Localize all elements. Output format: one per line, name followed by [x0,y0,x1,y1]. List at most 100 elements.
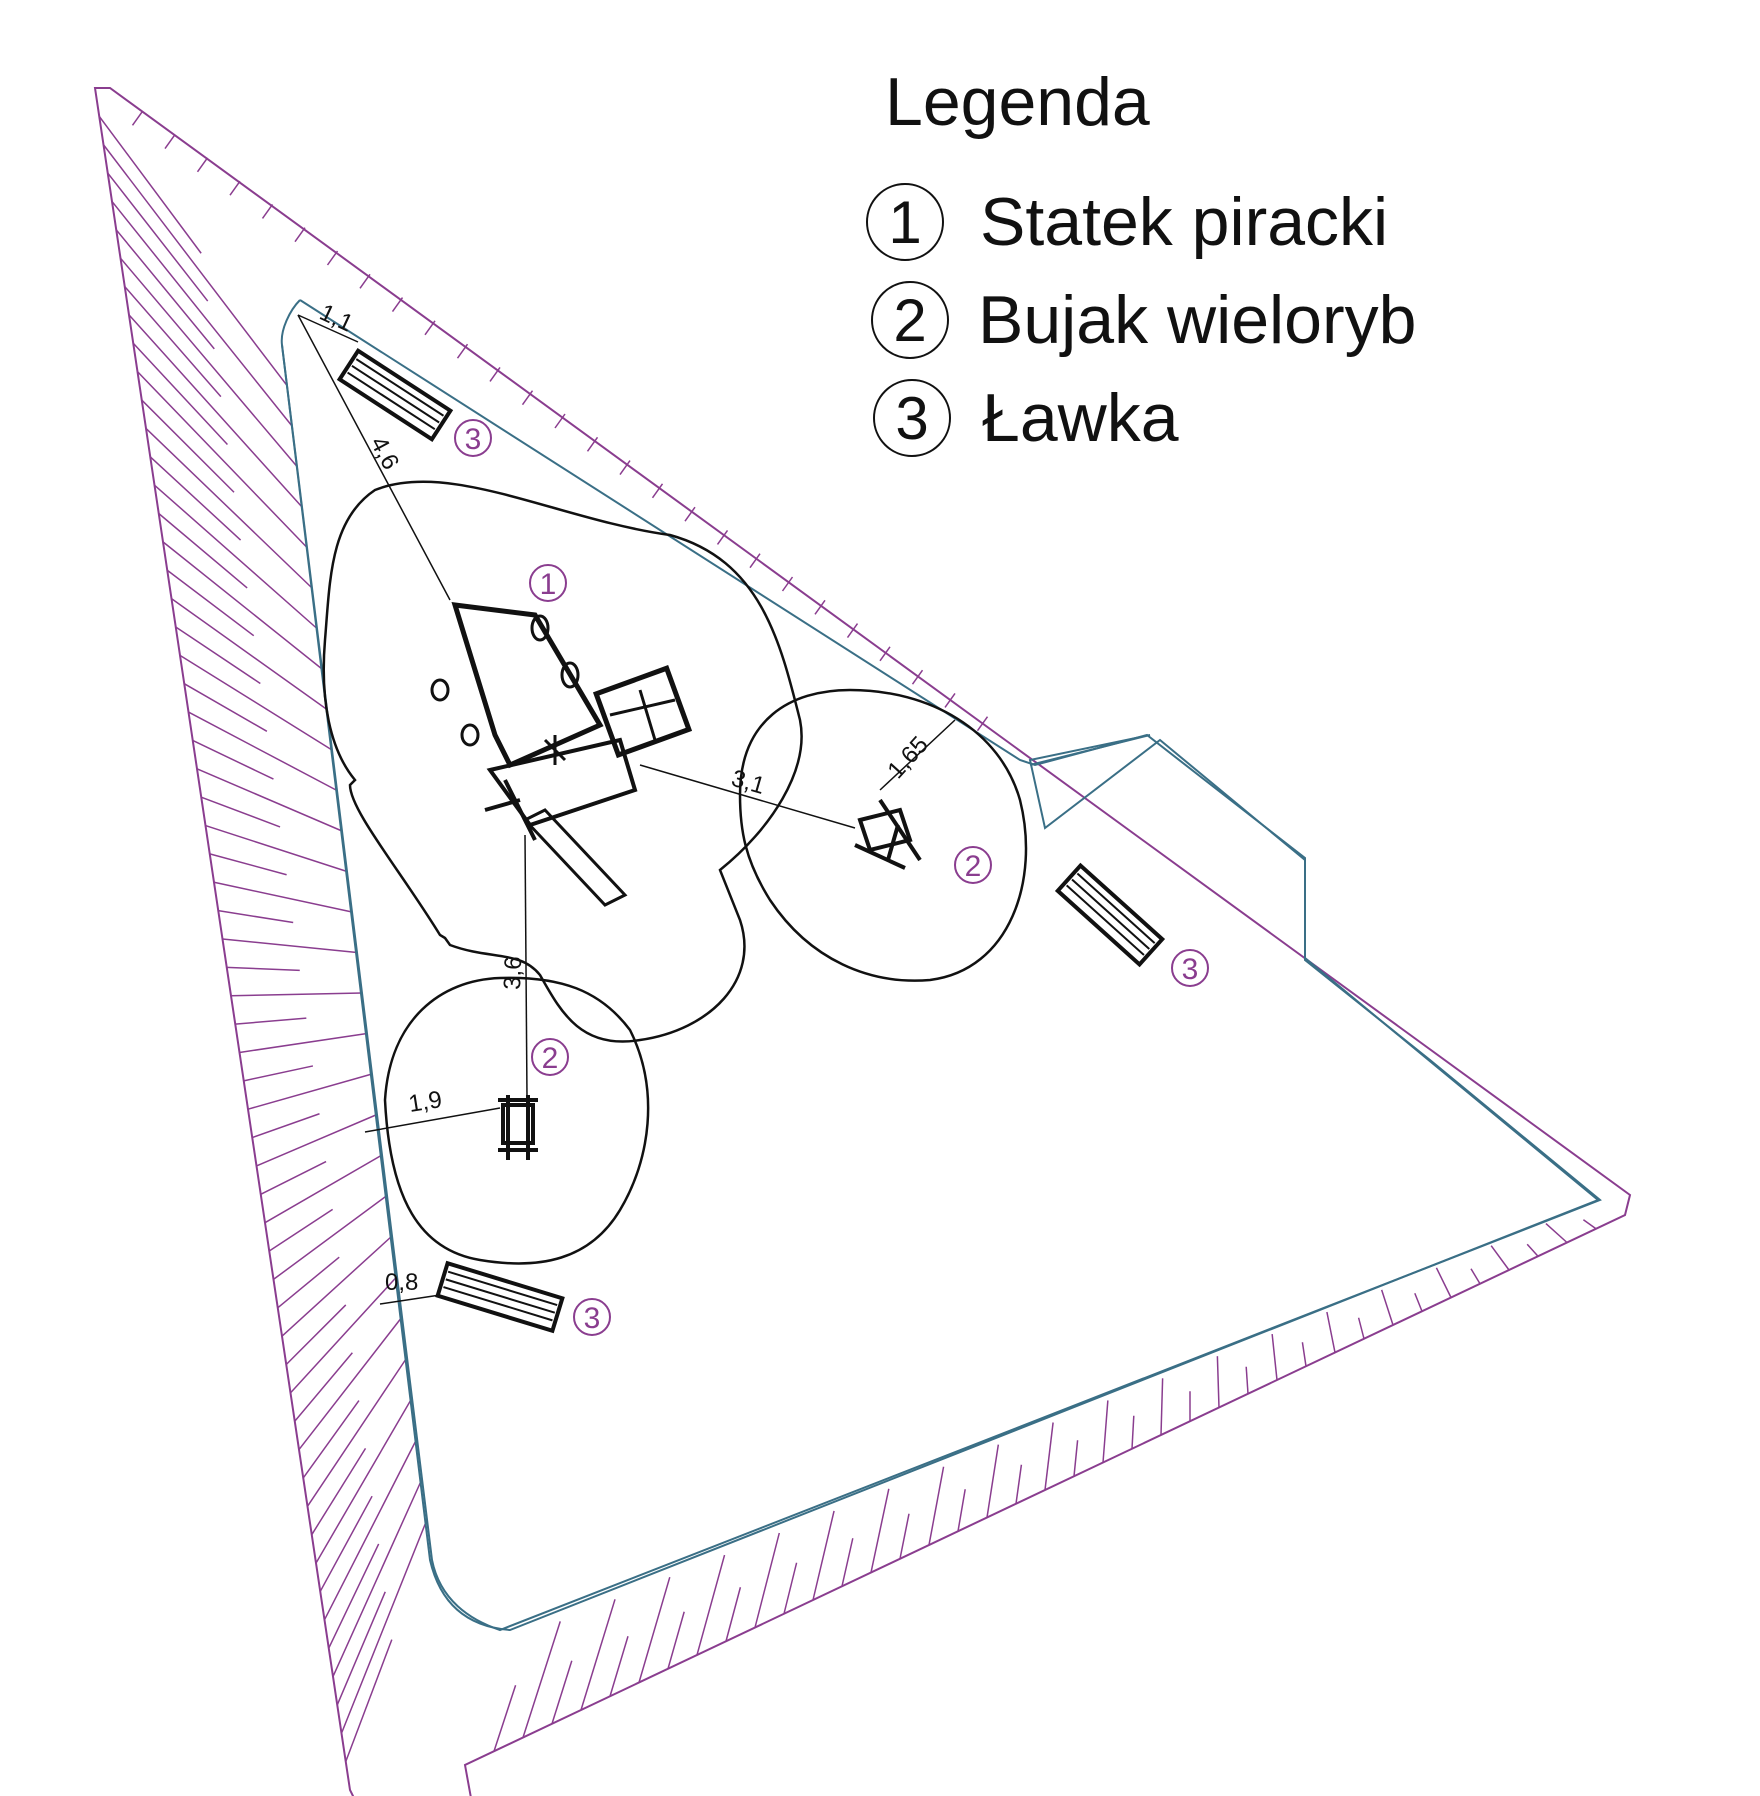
marker-ship: 1 [529,564,567,602]
hatch-line [229,180,241,196]
dimension-1-9: 1,9 [407,1086,444,1118]
whale-rocker-bottom [498,1095,538,1160]
hatch-line [209,853,287,876]
hatch-line [1490,1245,1510,1271]
hatch-line [145,427,313,589]
hatch-line [268,1208,334,1252]
hatch-line [638,1576,671,1683]
inner-boundary-south [281,344,1599,1632]
hatch-line [340,1519,428,1734]
hatch-line [171,597,328,711]
hatch-line [115,229,215,350]
hatch-line [667,1611,685,1669]
hatch-line [1582,1219,1597,1230]
hatch-line [243,1065,314,1082]
hatch-line [911,669,924,685]
hatch-line [1160,1378,1164,1436]
hatch-line [522,1621,561,1738]
hatch-line [98,115,202,254]
dimension-0-8: 0,8 [385,1269,418,1296]
hatch-line [149,456,242,541]
hatch-line [1044,1422,1054,1491]
dimension-lines [297,314,956,1305]
hatch-line [196,768,343,832]
hatch-line [230,992,363,997]
hatch-line [183,683,268,732]
hatch-line [239,1032,368,1054]
marker-whale-top: 2 [954,846,992,884]
hatch-line [1357,1317,1365,1339]
hatch-line [1271,1334,1278,1381]
hatch-line [102,144,288,386]
legend-label-2: Bujak wieloryb [978,282,1416,358]
hatch-line [136,371,308,549]
hatch-line [326,250,339,266]
hatch-line [218,909,294,924]
hatch-line [345,1639,393,1762]
marker-bench-bottom: 3 [573,1298,611,1336]
legend-number-1: 1 [888,189,921,256]
hatch-line [696,1554,726,1656]
safety-zone-whale-top [738,688,1028,982]
hatch-line [175,626,261,685]
marker-bench-top: 3 [454,419,492,457]
hatch-line [976,716,989,732]
hatch-line [235,1017,307,1025]
hatch-line [1073,1440,1079,1477]
hatch-line [294,1352,353,1422]
hatch-line [586,436,599,452]
hatch-line [285,1304,347,1366]
hatch-line [1435,1267,1452,1298]
hatch-line [521,390,534,406]
hatch-line [580,1599,616,1711]
slope-hatching [98,110,1597,1762]
hatch-line [328,1543,380,1649]
hatch-line [179,654,333,751]
safety-zone-whale-bottom [383,976,650,1265]
hatch-line [846,623,859,639]
hatch-line [899,1513,910,1559]
svg-text:3: 3 [1182,953,1199,986]
hatch-line [107,172,209,302]
hatch-line [162,541,323,670]
hatch-line [188,711,338,792]
hatch-line [141,399,235,493]
hatch-line [222,938,358,954]
hatch-line [359,273,371,289]
dimension-3-6: 3,6 [499,956,527,990]
hatch-line [684,506,696,522]
hatch-line [754,1532,781,1628]
hatch-line [725,1587,742,1642]
hatch-line [111,200,293,427]
hatch-line [332,1478,423,1677]
hatch-line [1131,1415,1135,1449]
hatch-line [1414,1292,1423,1312]
bench-top [336,348,454,442]
legend-marker-3 [873,379,951,457]
hatch-line [814,599,826,615]
legend-title: Legenda [885,64,1150,140]
hatch-line [1015,1464,1023,1504]
hatch-line [1526,1243,1539,1257]
hatch-line [323,1438,418,1621]
legend-label-1: Statek piracki [980,184,1388,260]
svg-text:3: 3 [465,423,482,456]
hatch-line [554,413,566,429]
hatch-line [1545,1223,1568,1244]
hatch-line [311,1447,367,1536]
hatch-line [391,297,404,313]
hatch-line [166,569,255,637]
hatch-line [158,512,248,589]
hatch-line [251,1113,320,1139]
hatch-line [315,1397,413,1564]
hatch-line [716,529,729,545]
hatch-line [749,553,761,569]
svg-text:3: 3 [584,1302,601,1335]
bench-right [1054,862,1166,968]
hatch-line [336,1591,386,1706]
hatch-line [319,1495,373,1592]
hatch-line [1326,1311,1336,1353]
hatch-line [928,1466,945,1546]
hatch-line [277,1256,340,1309]
